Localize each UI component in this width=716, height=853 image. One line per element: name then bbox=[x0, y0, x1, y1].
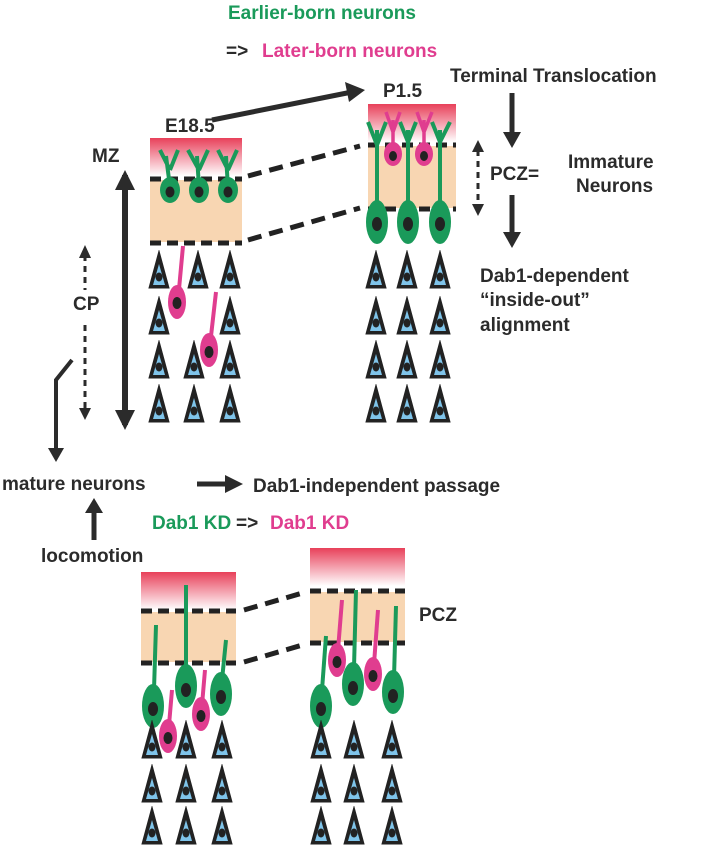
cp-arrowhead-top bbox=[115, 170, 135, 190]
cp-label: CP bbox=[73, 294, 100, 315]
green-neuron bbox=[310, 635, 332, 728]
cp-arrowhead-bottom bbox=[115, 410, 135, 430]
dab1-dependent-label-1: Dab1-dependent bbox=[480, 266, 630, 287]
pcz-equals-label: PCZ= bbox=[490, 164, 539, 185]
green-neuron bbox=[158, 149, 180, 203]
magenta-neuron bbox=[415, 111, 434, 166]
mz-label: MZ bbox=[92, 146, 120, 167]
stage-label-p1: P1.5 bbox=[383, 81, 423, 102]
dash-connector bbox=[243, 589, 307, 613]
mature-neurons-label: mature neurons bbox=[2, 474, 146, 495]
mature-neuron-grid-kd2 bbox=[310, 720, 403, 845]
arrowhead bbox=[472, 204, 484, 216]
mature-neuron-grid-p1 bbox=[365, 250, 451, 423]
legend-earlier-born: Earlier-born neurons bbox=[228, 3, 416, 24]
green-neuron bbox=[429, 121, 452, 244]
green-neuron bbox=[366, 121, 388, 244]
dash-connector bbox=[247, 205, 361, 243]
magenta-neuron bbox=[328, 599, 346, 677]
magenta-neuron bbox=[168, 245, 186, 319]
magenta-neuron bbox=[192, 669, 210, 731]
immature-label-2: Neurons bbox=[576, 176, 653, 197]
arrowhead bbox=[225, 475, 243, 493]
mz-band-kd1 bbox=[141, 572, 236, 610]
dab1-dependent-label-3: alignment bbox=[480, 315, 570, 336]
arrowhead bbox=[85, 498, 103, 513]
pcz-label-kd: PCZ bbox=[419, 605, 457, 626]
magenta-neuron bbox=[364, 609, 382, 691]
magenta-neuron bbox=[200, 291, 218, 367]
arrowhead bbox=[79, 245, 91, 258]
dab1-kd-green-label: Dab1 KD bbox=[152, 513, 231, 534]
legend-arrow: => bbox=[226, 41, 248, 62]
dab1-kd-magenta-label: Dab1 KD bbox=[270, 513, 349, 534]
mature-neuron-grid-kd1 bbox=[141, 720, 233, 845]
green-neuron bbox=[382, 605, 404, 714]
stage-label-e18: E18.5 bbox=[165, 116, 215, 137]
locomotion-label: locomotion bbox=[41, 546, 143, 567]
arrowhead bbox=[345, 82, 365, 102]
green-neuron bbox=[342, 589, 364, 706]
arrowhead bbox=[79, 408, 91, 420]
arrowhead bbox=[503, 132, 521, 148]
arrowhead bbox=[48, 448, 64, 462]
mz-band-kd2 bbox=[310, 548, 405, 586]
green-neuron bbox=[210, 639, 232, 716]
green-neuron bbox=[397, 121, 419, 244]
green-neuron bbox=[216, 149, 239, 203]
mature-neuron-grid-e18 bbox=[148, 250, 241, 423]
dab1-kd-arrow: => bbox=[236, 513, 258, 534]
legend-later-born: Later-born neurons bbox=[262, 41, 437, 62]
dash-connector bbox=[247, 143, 361, 179]
immature-label-1: Immature bbox=[568, 152, 654, 173]
dash-connector bbox=[243, 641, 307, 665]
dab1-dependent-label-2: “inside-out” bbox=[480, 290, 590, 311]
magenta-neuron bbox=[159, 689, 177, 753]
locomotion-bracket bbox=[54, 358, 74, 455]
pcz-box-p1 bbox=[368, 146, 456, 208]
dab1-independent-label: Dab1-independent passage bbox=[253, 476, 500, 497]
stage-arrow bbox=[211, 89, 353, 123]
arrowhead bbox=[472, 140, 484, 152]
green-neuron bbox=[142, 624, 164, 728]
terminal-translocation-label: Terminal Translocation bbox=[450, 66, 657, 87]
magenta-neuron bbox=[384, 111, 402, 166]
green-neuron bbox=[186, 149, 210, 203]
arrowhead bbox=[503, 232, 521, 248]
green-neuron bbox=[175, 585, 197, 708]
